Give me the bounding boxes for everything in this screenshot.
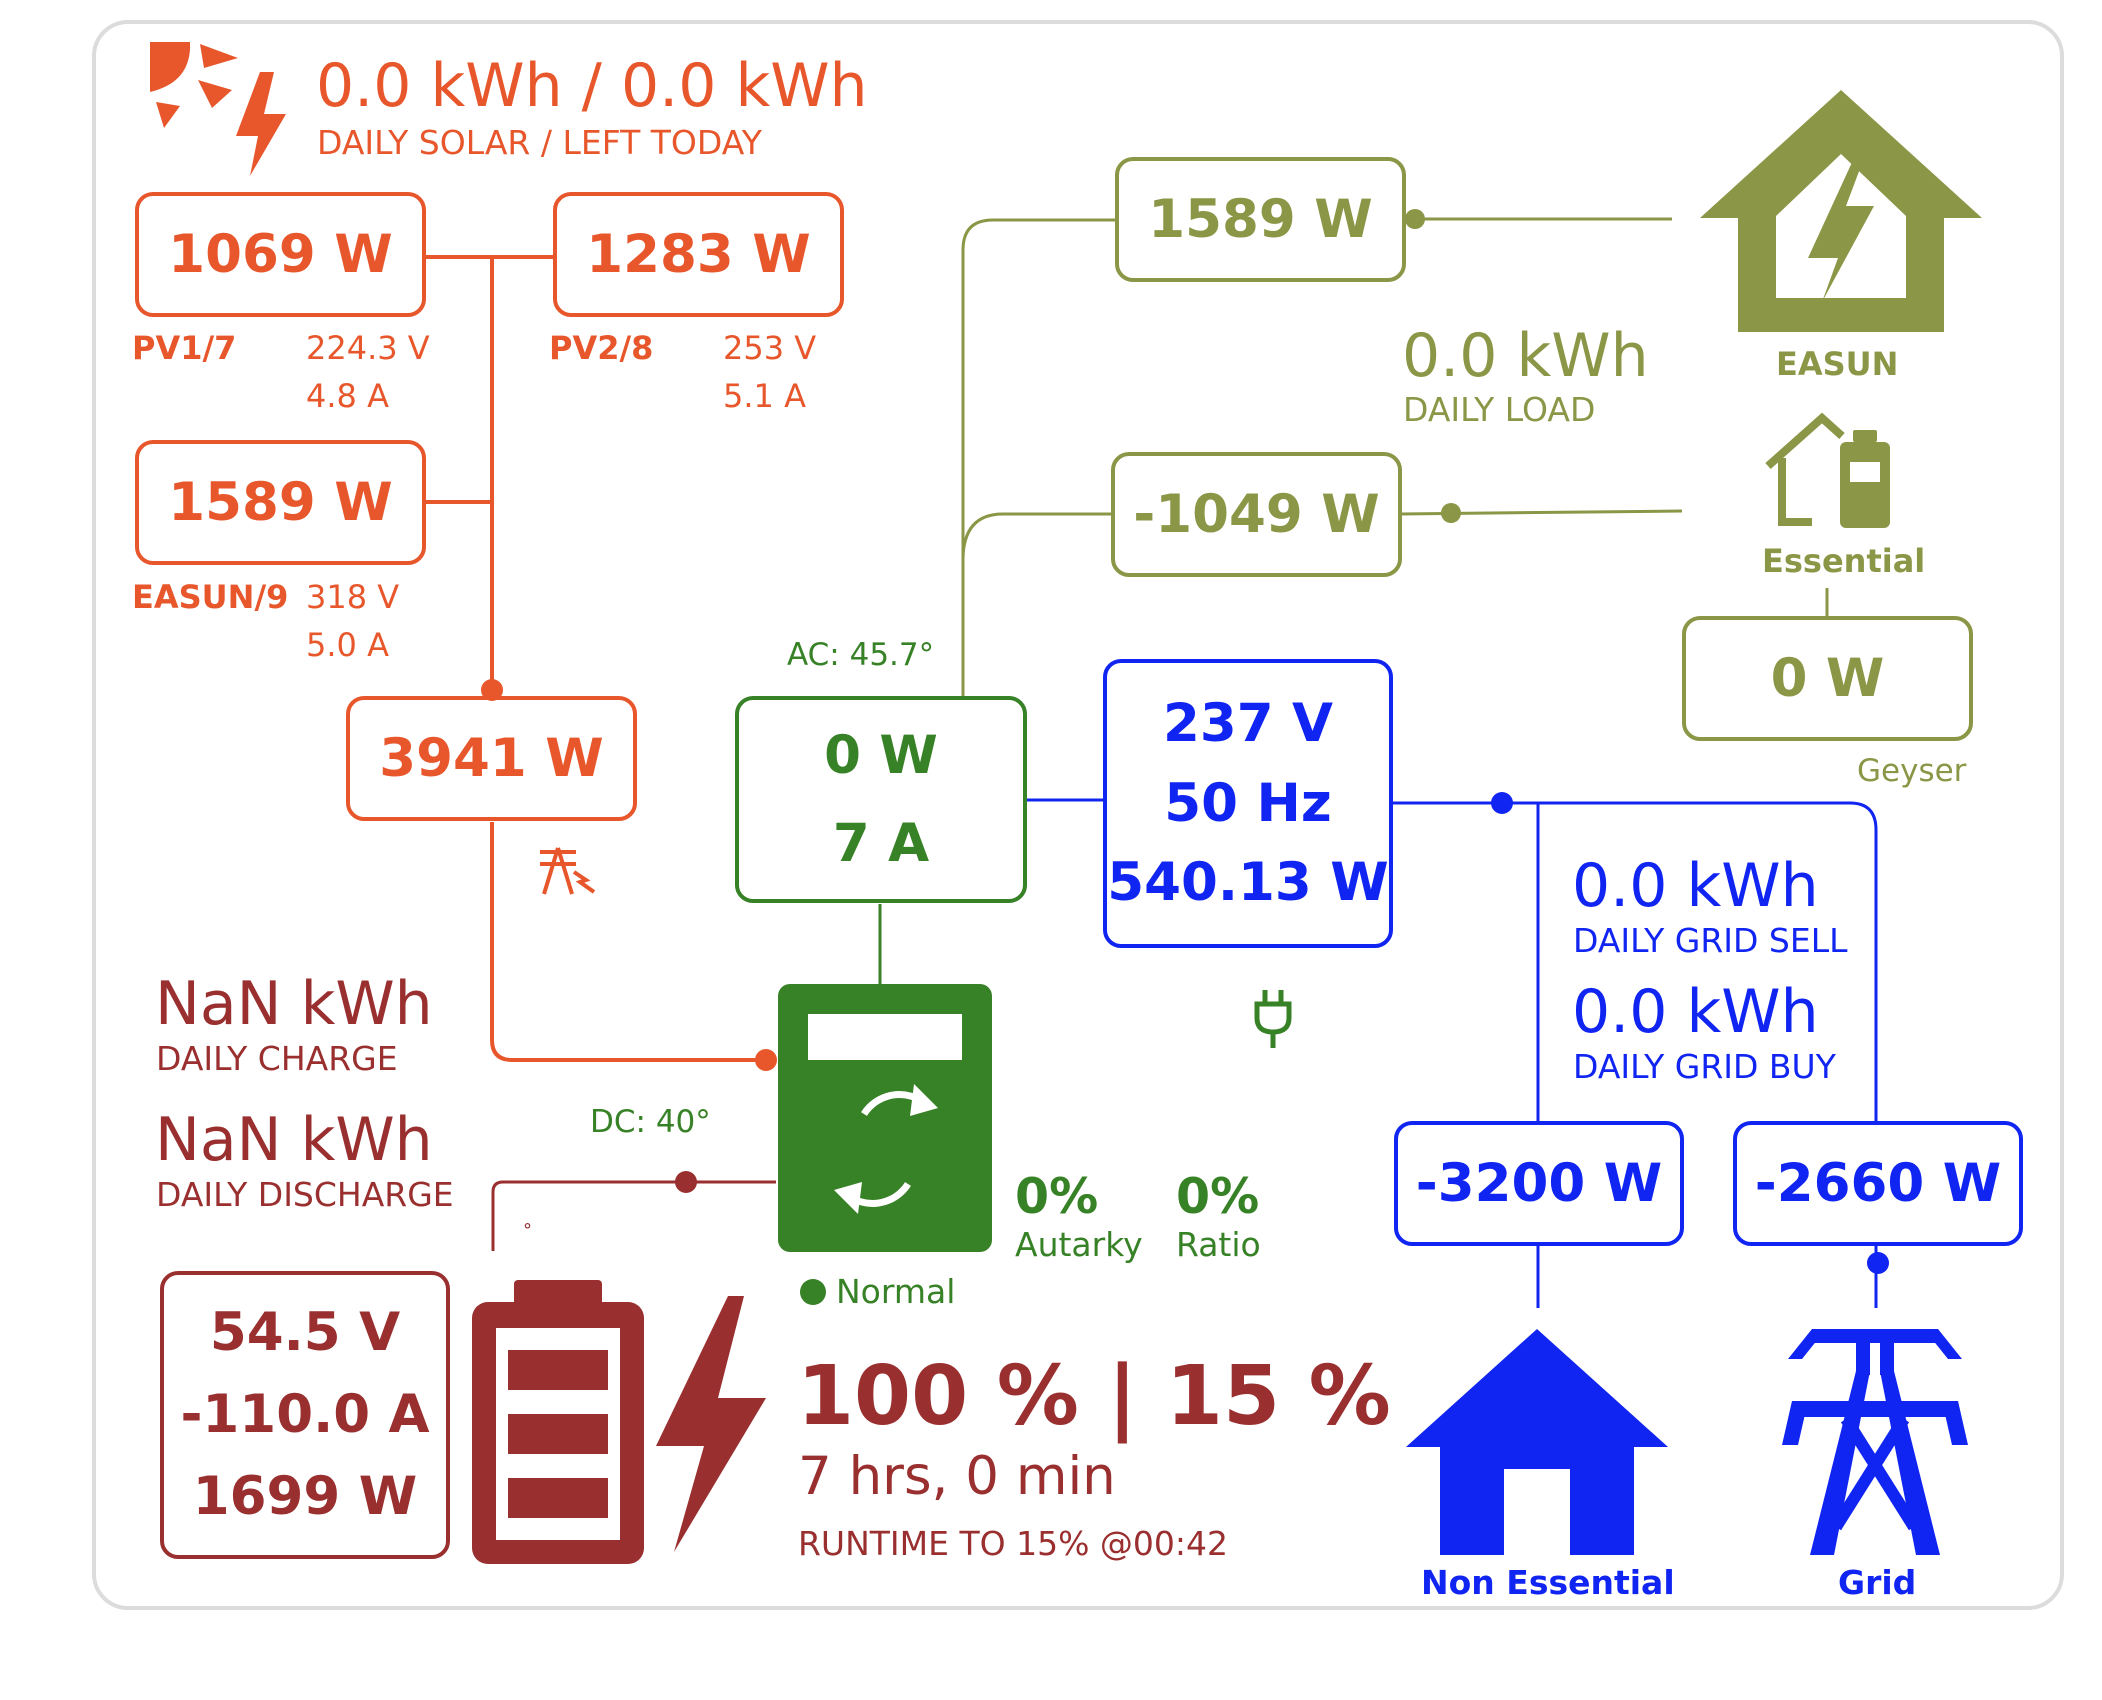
pv1-power: 1069 W bbox=[168, 224, 393, 285]
grid-bus-line bbox=[1392, 801, 1878, 1121]
pv3-voltage: 318 V bbox=[306, 578, 400, 616]
daily-grid-buy-value: 0.0 kWh bbox=[1572, 977, 1819, 1047]
non-essential-power: -3200 W bbox=[1415, 1153, 1663, 1214]
battery-current: -110.0 A bbox=[180, 1383, 430, 1445]
power-flow-card bbox=[92, 20, 2064, 1610]
bolt-icon bbox=[1808, 158, 1874, 302]
daily-discharge-value: NaN kWh bbox=[155, 1105, 433, 1175]
daily-load-value: 0.0 kWh bbox=[1402, 321, 1649, 391]
pv2-current: 5.1 A bbox=[723, 377, 806, 415]
grid-voltage: 237 V bbox=[1162, 693, 1334, 755]
battery-node-dot bbox=[675, 1171, 697, 1193]
inverter-power: 0 W bbox=[824, 725, 938, 787]
house-icon bbox=[1406, 1329, 1668, 1555]
daily-grid-sell-label: DAILY GRID SELL bbox=[1573, 921, 1848, 960]
solar-total-box[interactable]: 3941 W bbox=[346, 696, 637, 821]
grid-meter-box[interactable]: 237 V 50 Hz 540.13 W bbox=[1103, 659, 1393, 948]
solar-to-inverter-line bbox=[490, 822, 766, 1062]
ratio-label: Ratio bbox=[1176, 1225, 1261, 1264]
daily-charge-label: DAILY CHARGE bbox=[156, 1039, 398, 1078]
grid-power-box[interactable]: -2660 W bbox=[1733, 1121, 2023, 1246]
pv1-power-box[interactable]: 1069 W bbox=[135, 192, 426, 317]
bolt-icon bbox=[656, 1296, 766, 1552]
pv3-power-box[interactable]: 1589 W bbox=[135, 440, 426, 565]
pylon-icon bbox=[1782, 1329, 1968, 1555]
pv3-current: 5.0 A bbox=[306, 626, 389, 664]
bolt-icon bbox=[236, 72, 286, 176]
inverter-current: 7 A bbox=[832, 812, 930, 874]
daily-solar-label: DAILY SOLAR / LEFT TODAY bbox=[317, 123, 762, 162]
pv1-voltage: 224.3 V bbox=[306, 329, 430, 367]
daily-grid-buy-label: DAILY GRID BUY bbox=[1573, 1047, 1836, 1086]
easun-load-power: 1589 W bbox=[1148, 189, 1373, 250]
easun-label: EASUN bbox=[1776, 345, 1899, 383]
battery-icon bbox=[472, 1280, 644, 1564]
grid-total-power: -2660 W bbox=[1754, 1153, 2002, 1214]
pv1-current: 4.8 A bbox=[306, 377, 389, 415]
pv2-name: PV2/8 bbox=[549, 329, 654, 367]
pv3-power: 1589 W bbox=[168, 472, 393, 533]
autarky-value: 0% bbox=[1015, 1168, 1099, 1225]
house-bolt-icon bbox=[1700, 90, 1982, 332]
dc-temperature: DC: 40° bbox=[590, 1104, 711, 1140]
inverter-status: Normal bbox=[800, 1275, 955, 1308]
solar-node-dot bbox=[481, 679, 503, 701]
essential-node-dot bbox=[1441, 503, 1461, 523]
essential-load-power: -1049 W bbox=[1133, 484, 1380, 545]
easun-node-dot bbox=[1405, 209, 1425, 229]
house-battery-icon bbox=[1765, 412, 1890, 528]
inverter-icon[interactable] bbox=[778, 984, 992, 1252]
ac-temperature: AC: 45.7° bbox=[787, 637, 935, 673]
battery-soc: 100 % | 15 % bbox=[797, 1349, 1391, 1444]
pv2-power: 1283 W bbox=[586, 224, 811, 285]
grid-meter-dot bbox=[1867, 1252, 1889, 1274]
degree-mark: ° bbox=[523, 1220, 532, 1241]
battery-stats-box[interactable]: 54.5 V -110.0 A 1699 W bbox=[160, 1271, 450, 1559]
daily-grid-sell-value: 0.0 kWh bbox=[1572, 851, 1819, 921]
battery-power: 1699 W bbox=[192, 1466, 418, 1528]
non-essential-label: Non Essential bbox=[1421, 1563, 1675, 1602]
daily-charge-value: NaN kWh bbox=[155, 969, 433, 1039]
essential-label: Essential bbox=[1762, 542, 1926, 580]
sun-icon bbox=[150, 42, 286, 176]
easun-load-box[interactable]: 1589 W bbox=[1115, 157, 1406, 282]
ratio-value: 0% bbox=[1176, 1168, 1260, 1225]
geyser-power: 0 W bbox=[1770, 648, 1885, 709]
solar-tower-icon bbox=[540, 847, 596, 895]
geyser-box[interactable]: 0 W bbox=[1682, 616, 1973, 741]
grid-frequency: 50 Hz bbox=[1164, 772, 1332, 834]
grid-power: 540.13 W bbox=[1107, 852, 1389, 914]
inverter-output-box[interactable]: 0 W 7 A bbox=[735, 696, 1027, 903]
geyser-label: Geyser bbox=[1857, 753, 1967, 789]
autarky-label: Autarky bbox=[1015, 1225, 1143, 1264]
pv2-voltage: 253 V bbox=[723, 329, 817, 367]
non-essential-box[interactable]: -3200 W bbox=[1394, 1121, 1684, 1246]
grid-node-dot bbox=[1491, 792, 1513, 814]
daily-load-label: DAILY LOAD bbox=[1403, 390, 1596, 429]
plug-icon bbox=[1254, 990, 1292, 1048]
battery-voltage: 54.5 V bbox=[209, 1301, 401, 1363]
daily-solar-value: 0.0 kWh / 0.0 kWh bbox=[316, 51, 868, 121]
essential-branch-line bbox=[961, 512, 1111, 561]
battery-line bbox=[491, 1180, 776, 1251]
daily-discharge-label: DAILY DISCHARGE bbox=[156, 1175, 454, 1214]
pv1-name: PV1/7 bbox=[132, 329, 237, 367]
load-trunk-line bbox=[961, 218, 1115, 696]
status-dot-icon bbox=[800, 1279, 826, 1305]
pv2-power-box[interactable]: 1283 W bbox=[553, 192, 844, 317]
inverter-status-text: Normal bbox=[836, 1272, 956, 1311]
solar-total-power: 3941 W bbox=[379, 728, 604, 789]
battery-runtime-label: RUNTIME TO 15% @00:42 bbox=[798, 1524, 1229, 1563]
grid-label: Grid bbox=[1838, 1563, 1917, 1602]
battery-runtime: 7 hrs, 0 min bbox=[798, 1446, 1116, 1507]
pv3-name: EASUN/9 bbox=[132, 578, 289, 616]
solar-inverter-dot bbox=[755, 1049, 777, 1071]
essential-load-box[interactable]: -1049 W bbox=[1111, 452, 1402, 577]
